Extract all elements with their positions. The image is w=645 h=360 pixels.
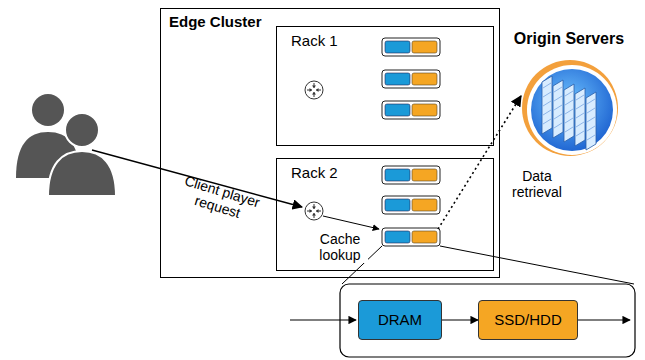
origin-icon xyxy=(522,60,618,156)
storage-box: SSD/HDD xyxy=(478,300,578,340)
zoom-line xyxy=(440,246,634,284)
rack-box: Rack 1 xyxy=(276,26,494,146)
zoom-box xyxy=(340,284,635,357)
box-heading: Edge Cluster xyxy=(169,13,262,31)
retrieval-arrow xyxy=(438,96,521,229)
lookup-arrow xyxy=(323,216,379,229)
input-arrow xyxy=(290,319,356,320)
request-label: Client player request xyxy=(169,170,270,229)
output-arrow xyxy=(578,319,630,320)
storage-box: DRAM xyxy=(358,300,442,340)
box-heading: Rack 2 xyxy=(291,164,338,182)
flow-arrow xyxy=(442,319,478,320)
storage-label: SSD/HDD xyxy=(494,311,562,329)
box-heading: Origin Servers xyxy=(514,30,624,48)
rack-box: Rack 2 xyxy=(276,158,494,271)
edge-label: Data retrieval xyxy=(506,168,568,200)
switch-icons xyxy=(305,81,323,220)
server-units xyxy=(382,38,440,246)
users-icon xyxy=(16,94,116,196)
box-heading: Rack 1 xyxy=(291,32,338,50)
origin-group: Origin Servers xyxy=(496,30,642,160)
storage-label: DRAM xyxy=(378,311,422,329)
lookup-label: Cache lookup xyxy=(312,231,368,263)
